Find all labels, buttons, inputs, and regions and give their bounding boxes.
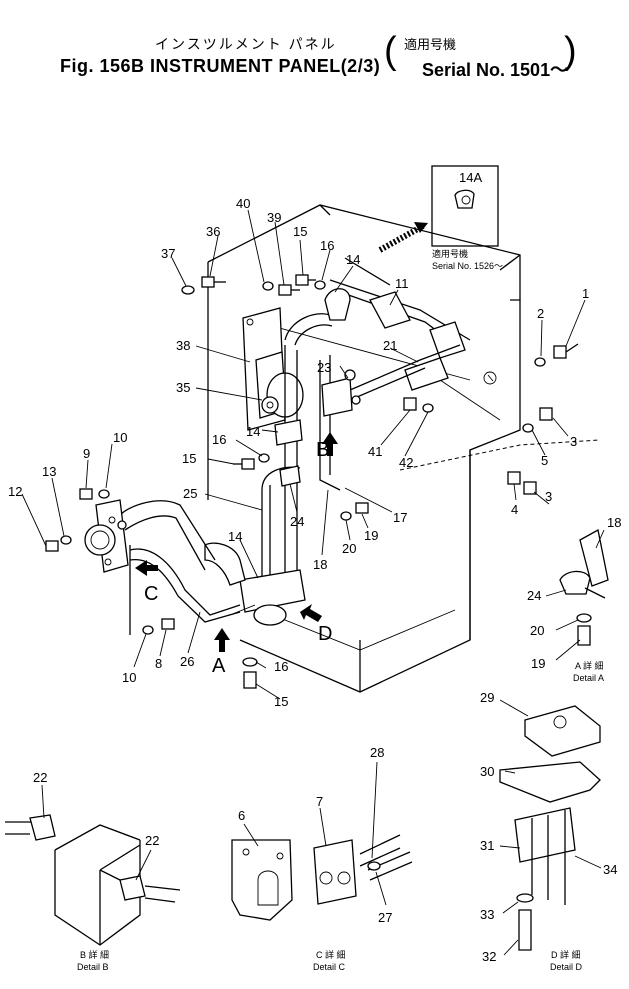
- inset-caption: Serial No. 1526～: [432, 261, 503, 271]
- part-label-5: 5: [541, 453, 548, 468]
- part-label-36: 36: [206, 224, 220, 239]
- detail-b-caption-jp: B 詳 細: [80, 949, 109, 960]
- detail-b-drawing: [5, 814, 181, 946]
- part-label-35: 35: [176, 380, 190, 395]
- part-label-24a: 24: [290, 514, 304, 529]
- view-marker-c: C: [144, 583, 158, 605]
- part-label-40: 40: [236, 196, 250, 211]
- part-label-11: 11: [395, 276, 409, 291]
- part-label-39: 39: [267, 210, 281, 225]
- meter-bracket: [242, 307, 304, 431]
- part-label-15c: 15: [274, 694, 288, 709]
- detail-c-caption: Detail C: [313, 962, 346, 972]
- part-label-10b: 10: [122, 670, 136, 685]
- part-label-19a: 19: [364, 528, 378, 543]
- arrow-d: [300, 604, 322, 622]
- part-label-22b: 22: [145, 833, 159, 848]
- part-label-25: 25: [183, 486, 197, 501]
- part-label-16b: 16: [212, 432, 226, 447]
- part-label-32: 32: [482, 949, 496, 964]
- part-label-17: 17: [393, 510, 407, 525]
- right-fasteners: [507, 343, 579, 495]
- detail-d-caption-jp: D 詳 細: [551, 949, 581, 960]
- arrow-b: [322, 432, 338, 456]
- part-label-14a: 14: [346, 252, 360, 267]
- arrow-a: [214, 628, 230, 652]
- part-label-21: 21: [383, 338, 397, 353]
- close-paren: ): [564, 30, 577, 72]
- part-label-20b: 20: [530, 623, 544, 638]
- part-label-10a: 10: [113, 430, 127, 445]
- part-label-15b: 15: [182, 451, 196, 466]
- part-label-38: 38: [176, 338, 190, 353]
- part-label-33: 33: [480, 907, 494, 922]
- detail-d-caption: Detail D: [550, 962, 583, 972]
- part-label-12: 12: [8, 484, 22, 499]
- view-arrows: B C A D: [135, 432, 338, 677]
- detail-a-drawing: [559, 528, 609, 646]
- detail-a-caption-jp: A 詳 細: [575, 660, 604, 671]
- view-marker-d: D: [318, 623, 332, 645]
- leader-lines: [21, 209, 605, 956]
- upper-linkage: [321, 257, 471, 417]
- part-label-23: 23: [317, 360, 331, 375]
- open-paren: (: [384, 30, 397, 72]
- top-fasteners: [181, 274, 351, 321]
- part-labels: 1 2 3 3 4 5 6 7 8 9 10 10 11 12 13 14 14…: [8, 196, 621, 964]
- detail-a-caption: Detail A: [573, 673, 604, 683]
- inset-caption-jp: 適用号機: [432, 248, 468, 259]
- left-pipe-run: [84, 499, 241, 635]
- detail-captions: A 詳 細 Detail A B 詳 細 Detail B C 詳 細 Deta…: [77, 660, 604, 972]
- part-label-14b: 14: [246, 424, 260, 439]
- serial-label-japanese: 適用号機: [404, 37, 457, 52]
- part-label-1: 1: [582, 286, 589, 301]
- mid-fasteners: [45, 397, 434, 689]
- part-label-4: 4: [511, 502, 518, 517]
- part-label-29: 29: [480, 690, 494, 705]
- detail-b-caption: Detail B: [77, 962, 109, 972]
- part-label-20a: 20: [342, 541, 356, 556]
- part-label-3a: 3: [570, 434, 577, 449]
- panel-housing: [207, 204, 601, 693]
- part-label-2: 2: [537, 306, 544, 321]
- serial-range: Serial No. 1501～: [422, 60, 569, 80]
- view-marker-a: A: [212, 655, 226, 677]
- part-label-3b: 3: [545, 489, 552, 504]
- part-label-16a: 16: [320, 238, 334, 253]
- figure-title: Fig. 156B INSTRUMENT PANEL(2/3): [60, 56, 381, 76]
- title-japanese: インスツルメント パネル: [155, 36, 337, 52]
- view-marker-b: B: [316, 439, 329, 461]
- part-label-30: 30: [480, 764, 494, 779]
- detail-c-caption-jp: C 詳 細: [316, 949, 346, 960]
- part-label-16c: 16: [274, 659, 288, 674]
- part-label-8: 8: [155, 656, 162, 671]
- part-label-9: 9: [83, 446, 90, 461]
- part-label-19b: 19: [531, 656, 545, 671]
- part-label-31: 31: [480, 838, 494, 853]
- inset-part-label: 14A: [459, 170, 482, 185]
- part-label-34: 34: [603, 862, 617, 877]
- part-label-42: 42: [399, 455, 413, 470]
- part-label-28: 28: [370, 745, 384, 760]
- part-label-18a: 18: [313, 557, 327, 572]
- detail-d-drawing: [499, 705, 601, 951]
- part-label-37: 37: [161, 246, 175, 261]
- part-label-18b: 18: [607, 515, 621, 530]
- arrow-c: [135, 560, 158, 576]
- part-label-27: 27: [378, 910, 392, 925]
- part-label-7: 7: [316, 794, 323, 809]
- part-label-26: 26: [180, 654, 194, 669]
- part-label-13: 13: [42, 464, 56, 479]
- part-label-14c: 14: [228, 529, 242, 544]
- part-label-15a: 15: [293, 224, 307, 239]
- part-label-24b: 24: [527, 588, 541, 603]
- part-label-6: 6: [238, 808, 245, 823]
- inset-box: 14A 適用号機 Serial No. 1526～: [378, 165, 503, 271]
- detail-c-drawing: [231, 834, 413, 921]
- pipe-assembly: [204, 313, 341, 626]
- part-label-41: 41: [368, 444, 382, 459]
- part-label-22a: 22: [33, 770, 47, 785]
